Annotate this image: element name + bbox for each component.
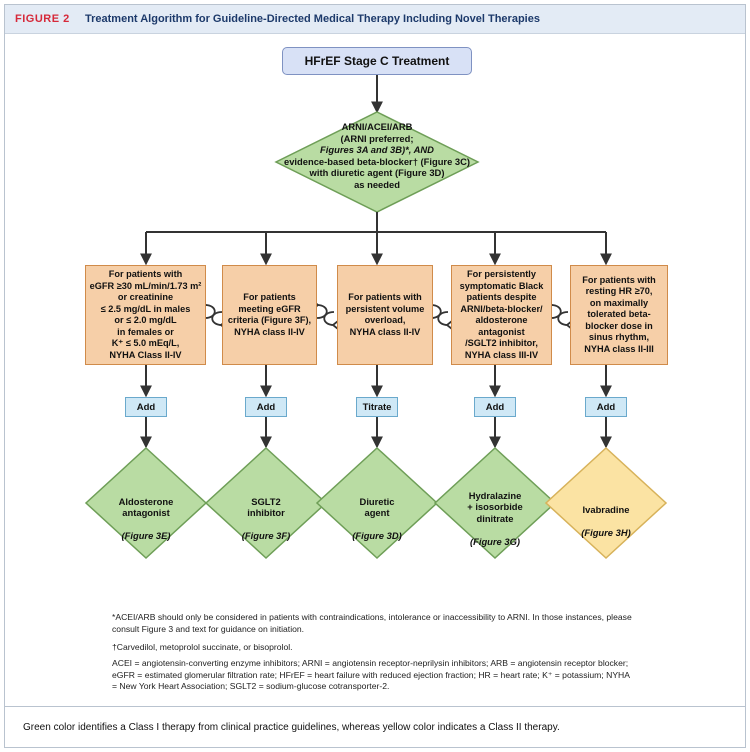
action-box-1: Add bbox=[125, 397, 167, 417]
criteria-box-3: For patients with persistent volume over… bbox=[337, 265, 433, 365]
therapy-diamond-4 bbox=[433, 446, 557, 560]
criteria-box-1: For patients with eGFR ≥30 mL/min/1.73 m… bbox=[85, 265, 206, 365]
top-box-hfref: HFrEF Stage C Treatment bbox=[282, 47, 472, 75]
central-line-5: with diuretic agent (Figure 3D) bbox=[309, 167, 445, 179]
therapy-name-5: Ivabradine bbox=[582, 503, 630, 515]
central-line-3: Figures 3A and 3B)*, AND bbox=[320, 144, 434, 156]
action-box-4: Add bbox=[474, 397, 516, 417]
therapy-ref-1: (Figure 3E) bbox=[121, 530, 171, 541]
central-line-6: as needed bbox=[354, 178, 400, 190]
therapy-diamond-2 bbox=[204, 446, 328, 560]
therapy-name-2: SGLT2 inhibitor bbox=[247, 495, 285, 519]
bottom-note-text: Green color identifies a Class I therapy… bbox=[23, 722, 560, 733]
figure-frame bbox=[4, 4, 746, 748]
therapy-ref-4: (Figure 3G) bbox=[469, 535, 520, 547]
central-line-2: (ARNI preferred; bbox=[340, 132, 414, 144]
central-diamond-text: ARNI/ACEI/ARB (ARNI preferred; Figures 3… bbox=[277, 121, 477, 191]
therapy-diamond-1 bbox=[84, 446, 208, 560]
therapy-name-4: Hydralazine + isosorbide dinitrate bbox=[467, 489, 523, 524]
therapy-text-3: Diuretic agent (Figure 3D) bbox=[327, 484, 427, 553]
therapy-text-1: Aldosterone antagonist (Figure 3E) bbox=[96, 484, 196, 553]
therapy-text-2: SGLT2 inhibitor (Figure 3F) bbox=[216, 484, 316, 553]
action-box-3: Titrate bbox=[356, 397, 398, 417]
therapy-name-3: Diuretic agent bbox=[359, 495, 395, 519]
figure-label: FIGURE 2 bbox=[15, 13, 70, 25]
therapy-ref-3: (Figure 3D) bbox=[352, 530, 402, 541]
criteria-box-5: For patients with resting HR ≥70, on max… bbox=[570, 265, 668, 365]
central-line-4: evidence-based beta-blocker† (Figure 3C) bbox=[284, 155, 470, 167]
figure-title: Treatment Algorithm for Guideline-Direct… bbox=[85, 13, 540, 25]
action-box-2: Add bbox=[245, 397, 287, 417]
therapy-diamond-5 bbox=[544, 446, 668, 560]
footnote-3: ACEI = angiotensin-converting enzyme inh… bbox=[112, 658, 630, 691]
central-line-1: ARNI/ACEI/ARB bbox=[341, 121, 413, 132]
footnote-2: †Carvedilol, metoprolol succinate, or bi… bbox=[112, 642, 293, 652]
figure-header: FIGURE 2 Treatment Algorithm for Guideli… bbox=[5, 5, 745, 34]
therapy-text-5: Ivabradine (Figure 3H) bbox=[556, 492, 656, 550]
therapy-name-1: Aldosterone antagonist bbox=[118, 495, 174, 519]
criteria-box-4: For persistently symptomatic Black patie… bbox=[451, 265, 552, 365]
therapy-diamond-3 bbox=[315, 446, 439, 560]
therapy-ref-5: (Figure 3H) bbox=[581, 526, 631, 538]
therapy-text-4: Hydralazine + isosorbide dinitrate (Figu… bbox=[445, 478, 545, 559]
therapy-ref-2: (Figure 3F) bbox=[241, 530, 291, 541]
action-box-5: Add bbox=[585, 397, 627, 417]
footnote-1: *ACEI/ARB should only be considered in p… bbox=[112, 612, 632, 634]
bottom-note: Green color identifies a Class I therapy… bbox=[5, 706, 745, 749]
criteria-box-2: For patients meeting eGFR criteria (Figu… bbox=[222, 265, 317, 365]
